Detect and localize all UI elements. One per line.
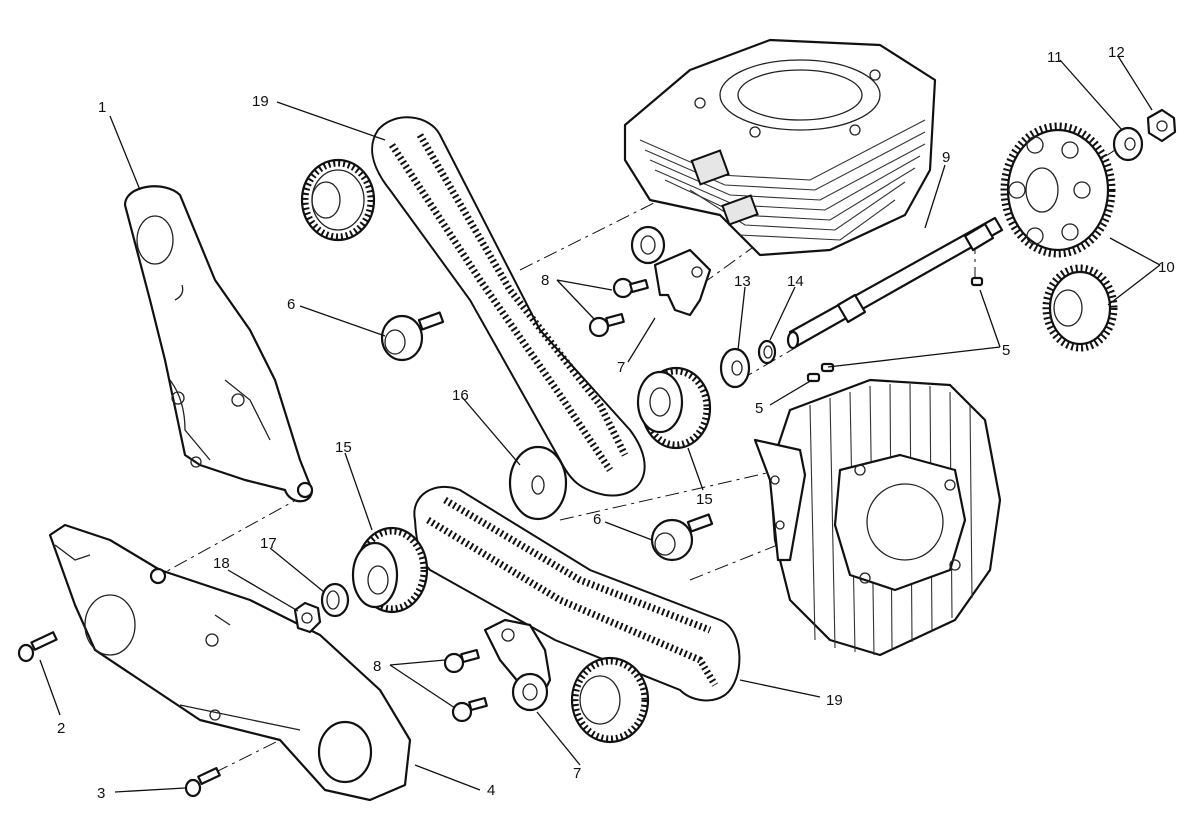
- screws: [17, 277, 649, 798]
- callout-8-lower: 8: [373, 658, 381, 675]
- callout-14: 14: [787, 273, 804, 290]
- screw-3: [184, 767, 221, 798]
- washer-13: [719, 347, 751, 389]
- screw-8-upper-b: [588, 312, 625, 338]
- callout-18: 18: [213, 555, 230, 572]
- circlip-14: [757, 339, 777, 365]
- callout-19-upper: 19: [252, 93, 269, 110]
- nut-12: [1146, 108, 1177, 143]
- callout-9: 9: [942, 149, 950, 166]
- keys-5: [806, 276, 984, 383]
- timing-belt-upper: [371, 116, 646, 497]
- gear-10-large: [1000, 122, 1116, 258]
- horizontal-cylinder-head: [753, 378, 1002, 657]
- callout-16: 16: [452, 387, 469, 404]
- timing-pulley-15-upper: [636, 366, 712, 450]
- screw-2: [17, 631, 58, 663]
- screw-8-lower-b: [451, 696, 488, 723]
- shaft-9: [786, 216, 1004, 350]
- idler-roller-upper: [380, 311, 445, 362]
- gear-10-small: [1042, 264, 1118, 352]
- callout-6-upper: 6: [287, 296, 295, 313]
- callout-5-right: 5: [1002, 342, 1010, 359]
- callout-2: 2: [57, 720, 65, 737]
- callout-3: 3: [97, 785, 105, 802]
- idler-roller-lower: [650, 513, 714, 562]
- washer-16: [508, 445, 568, 521]
- vertical-cylinder: [623, 38, 937, 257]
- callout-19-lower: 19: [826, 692, 843, 709]
- callout-13: 13: [734, 273, 751, 290]
- leader-lines: [39, 55, 1161, 793]
- callout-labels: 1 2 3 4 5 5 6 6 7 7 8 8 9 10 11 12 13 14…: [57, 44, 1175, 802]
- timing-pulley-15-lower: [351, 526, 429, 614]
- tensioner-bracket-lower: [483, 618, 552, 712]
- callout-6-lower: 6: [593, 511, 601, 528]
- upper-belt-cover: [123, 185, 314, 503]
- callout-8-upper: 8: [541, 272, 549, 289]
- timing-pulley-lower-rear: [570, 656, 650, 744]
- spacer-17: [320, 582, 350, 618]
- nut-18: [293, 601, 322, 634]
- screw-8-lower-a: [443, 648, 480, 674]
- callout-7-lower: 7: [573, 765, 581, 782]
- timing-pulley-upper-rear: [300, 158, 376, 242]
- callout-4: 4: [487, 782, 495, 799]
- callout-15-upper: 15: [696, 491, 713, 508]
- callout-7-upper: 7: [617, 359, 625, 376]
- tensioner-bracket-upper: [630, 225, 712, 317]
- callout-10: 10: [1158, 259, 1175, 276]
- screw-8-upper-a: [612, 277, 649, 299]
- callout-11: 11: [1047, 49, 1063, 66]
- lower-belt-cover: [48, 523, 412, 802]
- washer-11: [1112, 126, 1144, 162]
- timing-belt-lower: [413, 485, 741, 702]
- callout-15-lower: 15: [335, 439, 352, 456]
- callout-17: 17: [260, 535, 277, 552]
- callout-12: 12: [1108, 44, 1125, 61]
- callout-1: 1: [98, 99, 106, 116]
- callout-5-left: 5: [755, 400, 763, 417]
